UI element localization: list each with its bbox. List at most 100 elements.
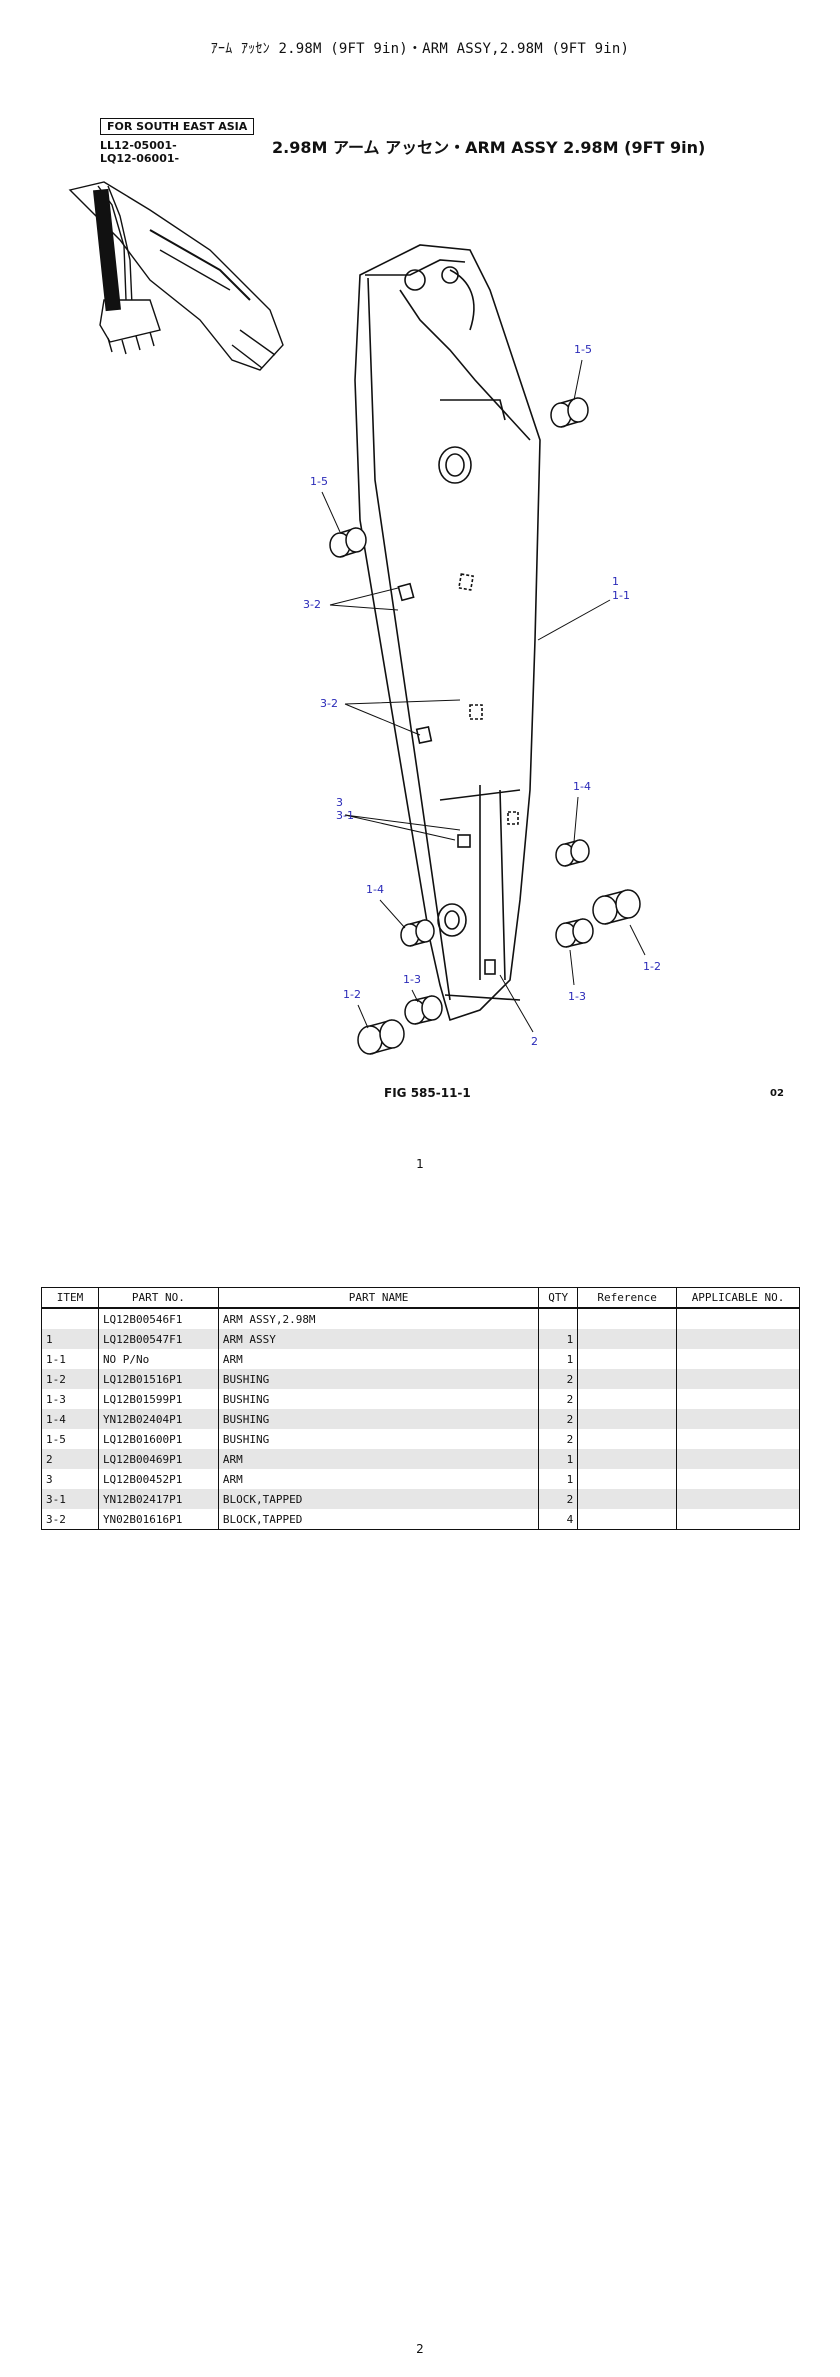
- cell-qty: 2: [538, 1429, 579, 1449]
- cell-applicable-no: [676, 1389, 800, 1409]
- header-reference: Reference: [577, 1287, 678, 1309]
- callout-3-1: 3-1: [336, 809, 354, 822]
- cell-item: [41, 1308, 99, 1329]
- cell-part-name: ARM ASSY: [217, 1329, 540, 1349]
- cell-item: 1-2: [41, 1369, 99, 1389]
- header-part-name: PART NAME: [217, 1287, 540, 1309]
- cell-reference: [577, 1449, 678, 1469]
- parts-table: ITEM PART NO. PART NAME QTY Reference AP…: [41, 1287, 800, 1530]
- cell-qty: [538, 1308, 579, 1329]
- cell-part-name: BUSHING: [217, 1409, 540, 1429]
- bushing-1-5-left: [329, 527, 367, 558]
- callout-3-2-b: 3-2: [320, 697, 338, 710]
- callout-1-5-top: 1-5: [574, 343, 592, 356]
- figure-caption: FIG 585-11-1: [384, 1086, 471, 1100]
- cell-part-name: ARM: [217, 1469, 540, 1489]
- cell-part-no: LQ12B01516P1: [97, 1369, 219, 1389]
- cell-reference: [577, 1349, 678, 1369]
- cell-part-name: BLOCK,TAPPED: [217, 1509, 540, 1530]
- cell-item: 1-3: [41, 1389, 99, 1409]
- cell-item: 1-4: [41, 1409, 99, 1429]
- cell-part-name: ARM: [217, 1349, 540, 1369]
- header-applicable-no: APPLICABLE NO.: [676, 1287, 800, 1309]
- cell-qty: 2: [538, 1389, 579, 1409]
- cell-part-name: BUSHING: [217, 1429, 540, 1449]
- figure-heading: 2.98M アーム アッセン・ARM ASSY 2.98M (9FT 9in): [272, 138, 706, 157]
- header-qty: QTY: [538, 1287, 579, 1309]
- cell-part-name: ARM: [217, 1449, 540, 1469]
- cell-applicable-no: [676, 1329, 800, 1349]
- cell-reference: [577, 1369, 678, 1389]
- callout-1-1: 1-1: [612, 589, 630, 602]
- cell-reference: [577, 1509, 678, 1530]
- callout-1-3-left: 1-3: [403, 973, 421, 986]
- cell-applicable-no: [676, 1449, 800, 1469]
- callout-1-4-right: 1-4: [573, 780, 591, 793]
- cell-item: 1-1: [41, 1349, 99, 1369]
- cell-qty: 2: [538, 1489, 579, 1509]
- cell-item: 1-5: [41, 1429, 99, 1449]
- bushing-1-3-right: [555, 918, 594, 948]
- cell-part-name: BLOCK,TAPPED: [217, 1489, 540, 1509]
- cell-item: 3-1: [41, 1489, 99, 1509]
- figure-code: 02: [770, 1088, 784, 1099]
- arm-assembly-diagram: 1-5 1-5 1 1-1 3-2 3-2 3 3-1 1-4 1-4 1-3 …: [0, 0, 840, 1120]
- cell-item: 3-2: [41, 1509, 99, 1530]
- cell-reference: [577, 1469, 678, 1489]
- serial-range-1: LL12-05001-: [100, 139, 177, 152]
- cell-qty: 2: [538, 1369, 579, 1389]
- cell-item: 2: [41, 1449, 99, 1469]
- cell-part-no: YN12B02417P1: [97, 1489, 219, 1509]
- arm-body: [354, 244, 541, 1022]
- cell-part-no: LQ12B00469P1: [97, 1449, 219, 1469]
- cell-qty: 1: [538, 1349, 579, 1369]
- cell-reference: [577, 1429, 678, 1449]
- cell-part-no: LQ12B01600P1: [97, 1429, 219, 1449]
- cell-applicable-no: [676, 1469, 800, 1489]
- cell-reference: [577, 1329, 678, 1349]
- callout-1-3-right: 1-3: [568, 990, 586, 1003]
- header-part-no: PART NO.: [97, 1287, 219, 1309]
- excavator-thumbnail: [68, 181, 284, 371]
- cell-part-no: LQ12B00547F1: [97, 1329, 219, 1349]
- bushing-1-4-right: [555, 839, 590, 867]
- cell-applicable-no: [676, 1308, 800, 1329]
- bushing-1-3-left: [404, 995, 443, 1025]
- cell-applicable-no: [676, 1489, 800, 1509]
- cell-qty: 1: [538, 1469, 579, 1489]
- leader-lines: [321, 359, 646, 1033]
- cell-reference: [577, 1308, 678, 1329]
- bushing-1-2-left: [357, 1019, 405, 1055]
- cell-part-name: ARM ASSY,2.98M: [217, 1308, 540, 1329]
- callout-1: 1: [612, 575, 619, 588]
- callout-1-5-left: 1-5: [310, 475, 328, 488]
- cell-qty: 2: [538, 1409, 579, 1429]
- cell-part-no: NO P/No: [97, 1349, 219, 1369]
- callout-2: 2: [531, 1035, 538, 1048]
- cell-qty: 1: [538, 1329, 579, 1349]
- bushing-1-5-top: [550, 397, 589, 428]
- cell-part-no: LQ12B00546F1: [97, 1308, 219, 1329]
- page-number-2: 2: [416, 2342, 424, 2356]
- callout-1-4-left: 1-4: [366, 883, 384, 896]
- bushing-1-2-right: [592, 889, 641, 925]
- cell-reference: [577, 1489, 678, 1509]
- callout-1-2-left: 1-2: [343, 988, 361, 1001]
- cell-part-no: YN12B02404P1: [97, 1409, 219, 1429]
- cell-applicable-no: [676, 1409, 800, 1429]
- callout-3-2-a: 3-2: [303, 598, 321, 611]
- parts-table-header: ITEM PART NO. PART NAME QTY Reference AP…: [41, 1287, 800, 1309]
- bushing-1-4-left: [400, 919, 435, 947]
- callout-labels: 1-5 1-5 1 1-1 3-2 3-2 3 3-1 1-4 1-4 1-3 …: [303, 343, 661, 1048]
- cell-item: 3: [41, 1469, 99, 1489]
- cell-applicable-no: [676, 1509, 800, 1530]
